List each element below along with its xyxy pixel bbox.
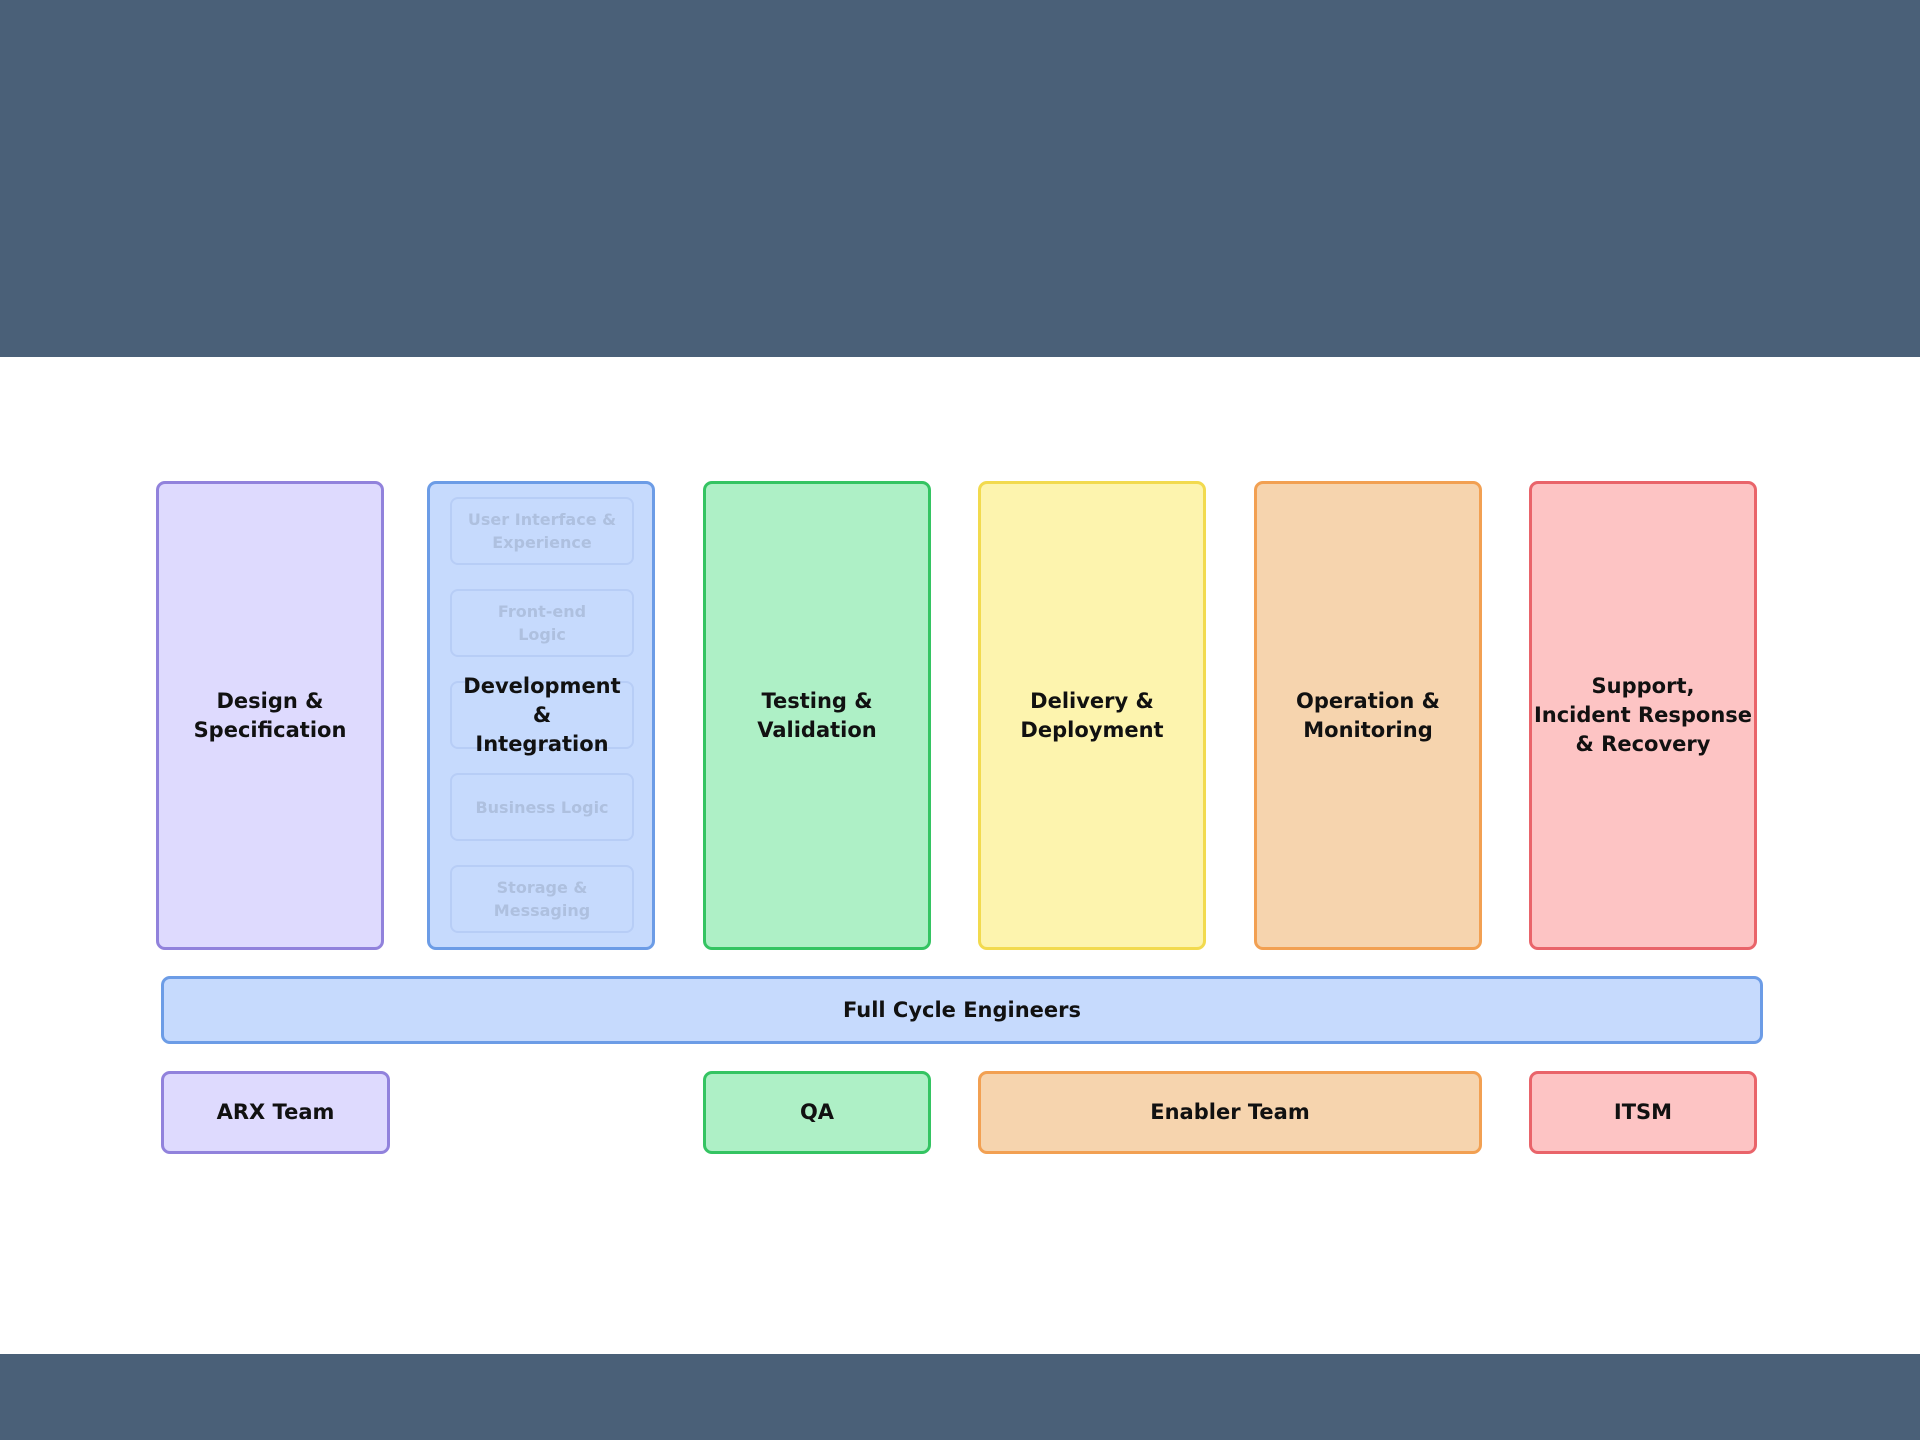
development-integration-label-box: Development & Integration [450,674,634,756]
sublayer-front-end-logic: Front-end Logic [450,589,634,657]
full-cycle-label: Full Cycle Engineers [842,997,1082,1022]
full-cycle-engineers-bar: Full Cycle Engineers [161,976,1763,1044]
phase-testing-validation: Testing & Validation [703,481,931,950]
team-qa: QA [703,1071,931,1154]
sublayer-business-logic: Business Logic [450,773,634,841]
phase-label: Testing & Validation [757,688,877,742]
sublayer-label: Front-end Logic [497,602,587,644]
team-label: QA [799,1100,835,1124]
phase-operation-monitoring: Operation & Monitoring [1254,481,1482,950]
phase-label: Design & Specification [193,688,347,742]
team-enabler: Enabler Team [978,1071,1482,1154]
team-itsm: ITSM [1529,1071,1757,1154]
sublayer-label: Business Logic [475,797,609,817]
phase-delivery-deployment: Delivery & Deployment [978,481,1206,950]
team-label: ITSM [1613,1100,1673,1124]
sublayer-label: User Interface & Experience [467,510,617,552]
phase-design-specification: Design & Specification [156,481,384,950]
sublayer-storage-messaging: Storage & Messaging [450,865,634,933]
phase-support-incident-recovery: Support, Incident Response & Recovery [1529,481,1757,950]
phase-label: Operation & Monitoring [1296,688,1440,742]
sublayer-user-interface-experience: User Interface & Experience [450,497,634,565]
sublayer-label: Storage & Messaging [493,878,591,920]
phase-label: Delivery & Deployment [1020,688,1164,742]
header-band [0,0,1920,357]
phase-label: Development & Integration [463,673,621,756]
phase-label: Support, Incident Response & Recovery [1533,674,1753,756]
team-label: Enabler Team [1150,1100,1310,1124]
team-label: ARX Team [216,1100,335,1124]
footer-band [0,1354,1920,1440]
team-arx: ARX Team [161,1071,390,1154]
